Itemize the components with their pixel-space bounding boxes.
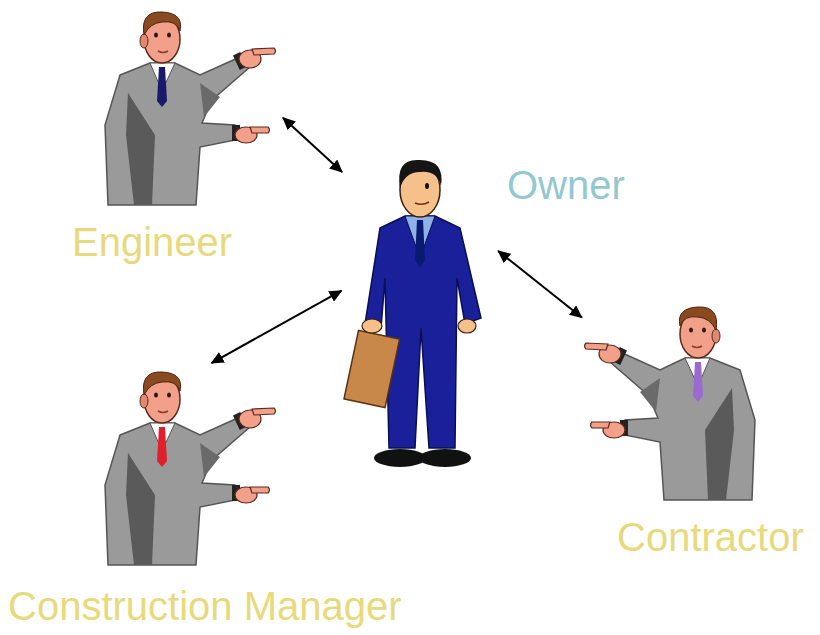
person-node: Owner [345,148,495,483]
person-node: Construction Manager [100,365,280,565]
person-node: Contractor [585,300,755,500]
double-arrow [211,291,341,363]
role-label: Contractor [617,514,804,560]
role-label: Owner [507,162,625,208]
person-node: Engineer [100,5,280,205]
role-label: Engineer [72,219,232,265]
double-arrow [283,118,342,172]
double-arrow [498,251,582,318]
role-label: Construction Manager [8,583,402,629]
